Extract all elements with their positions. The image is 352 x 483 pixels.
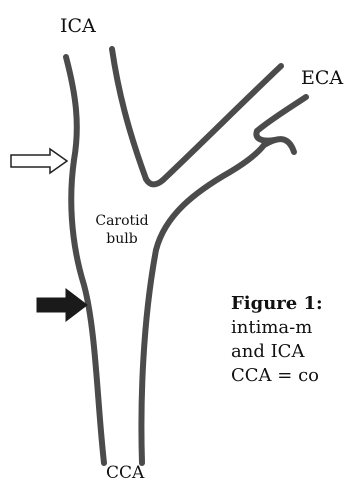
ica-inner-wall	[112, 49, 146, 179]
cca-label: CCA	[106, 465, 144, 482]
caption-line-4: CCA = co	[231, 364, 323, 388]
right-arrow-outline-icon	[11, 149, 67, 173]
carotid-bulb-label: Carotid bulb	[86, 212, 158, 248]
caption-line-3: and ICA	[231, 340, 323, 364]
eca-branch-lower	[256, 131, 275, 141]
figure-caption: Figure 1: intima-m and ICA CCA = co	[231, 292, 323, 388]
left-vessel-wall	[66, 57, 104, 463]
eca-label: ECA	[301, 69, 343, 88]
caption-title: Figure 1:	[231, 292, 323, 316]
carotid-bulb-label-line2: bulb	[86, 230, 158, 248]
carotid-bulb-label-line1: Carotid	[86, 212, 158, 230]
ica-label: ICA	[60, 17, 96, 36]
caption-line-2: intima-m	[231, 316, 323, 340]
right-arrow-solid-icon	[37, 289, 87, 321]
eca-branch-upper	[257, 97, 306, 131]
